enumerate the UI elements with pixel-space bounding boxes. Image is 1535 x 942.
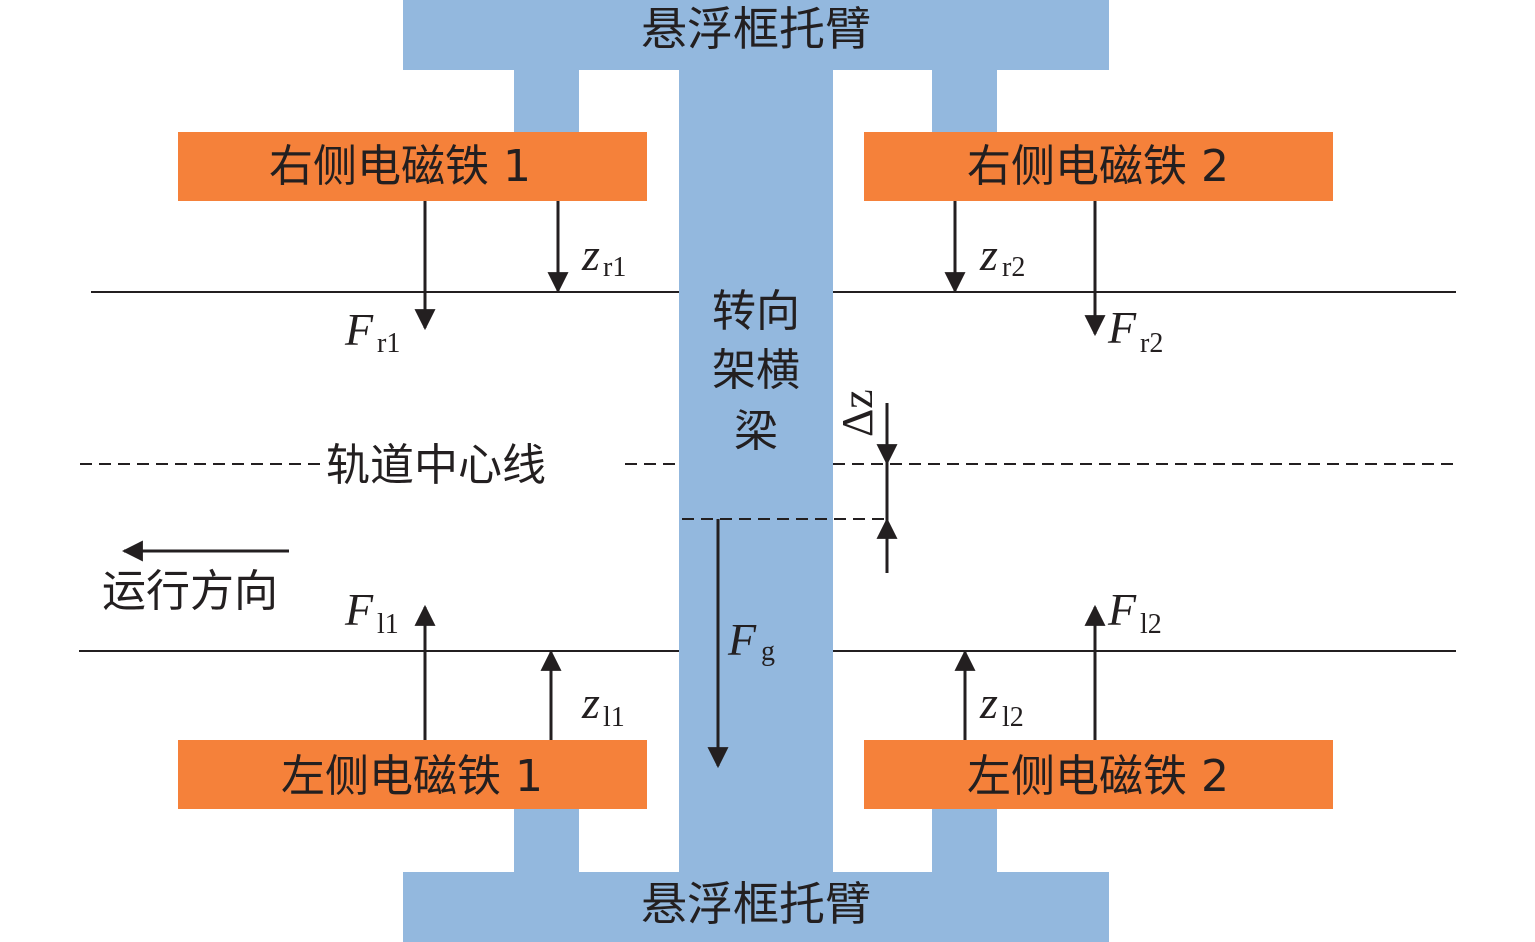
svg-text:l2: l2	[1002, 702, 1024, 733]
Fr2-symbol: F r2	[1107, 302, 1163, 359]
svg-text:r1: r1	[377, 328, 400, 359]
Fl1-symbol: F l1	[344, 584, 399, 640]
svg-text:l2: l2	[1140, 609, 1162, 640]
zl2-symbol: z l2	[979, 677, 1024, 733]
svg-text:F: F	[344, 584, 374, 635]
top-right-strut	[932, 70, 997, 132]
svg-text:z: z	[979, 677, 998, 728]
Fl2-symbol: F l2	[1107, 584, 1162, 640]
svg-text:F: F	[344, 304, 374, 355]
track-centerline-label: 轨道中心线	[326, 440, 546, 491]
bottom-left-strut	[514, 808, 579, 872]
left-magnet-2-label: 左侧电磁铁 2	[967, 751, 1229, 802]
top-left-strut	[514, 70, 579, 132]
svg-text:z: z	[581, 229, 600, 280]
svg-text:F: F	[1107, 584, 1137, 635]
top-arm-label: 悬浮框托臂	[641, 2, 871, 56]
crossbeam-label-3: 梁	[734, 406, 778, 457]
right-magnet-2-label: 右侧电磁铁 2	[967, 141, 1229, 192]
svg-text:l1: l1	[377, 609, 399, 640]
svg-text:z: z	[979, 229, 998, 280]
left-magnet-1	[178, 740, 647, 809]
svg-text:F: F	[727, 614, 757, 665]
svg-text:r1: r1	[603, 252, 626, 283]
travel-direction-label: 运行方向	[102, 566, 278, 617]
zr1-symbol: z r1	[581, 229, 626, 283]
svg-text:r2: r2	[1002, 252, 1025, 283]
crossbeam-label-2: 架横	[712, 345, 800, 396]
bogie-crossbeam	[679, 0, 833, 942]
Fg-symbol: F g	[727, 614, 775, 667]
Fr1-symbol: F r1	[344, 304, 400, 359]
bottom-arm-label: 悬浮框托臂	[641, 877, 871, 931]
left-magnet-1-label: 左侧电磁铁 1	[281, 751, 543, 802]
svg-text:r2: r2	[1140, 328, 1163, 359]
delta-z-symbol: Δz	[833, 389, 882, 437]
zl1-symbol: z l1	[581, 677, 625, 733]
right-magnet-1	[178, 132, 647, 201]
svg-text:l1: l1	[603, 702, 625, 733]
zr2-symbol: z r2	[979, 229, 1025, 283]
bottom-right-strut	[932, 808, 997, 872]
right-magnet-2	[864, 132, 1333, 201]
left-magnet-2	[864, 740, 1333, 809]
right-magnet-1-label: 右侧电磁铁 1	[269, 141, 531, 192]
svg-text:F: F	[1107, 302, 1137, 353]
crossbeam-label-1: 转向	[712, 286, 800, 337]
svg-text:z: z	[581, 677, 600, 728]
svg-text:g: g	[761, 636, 775, 667]
